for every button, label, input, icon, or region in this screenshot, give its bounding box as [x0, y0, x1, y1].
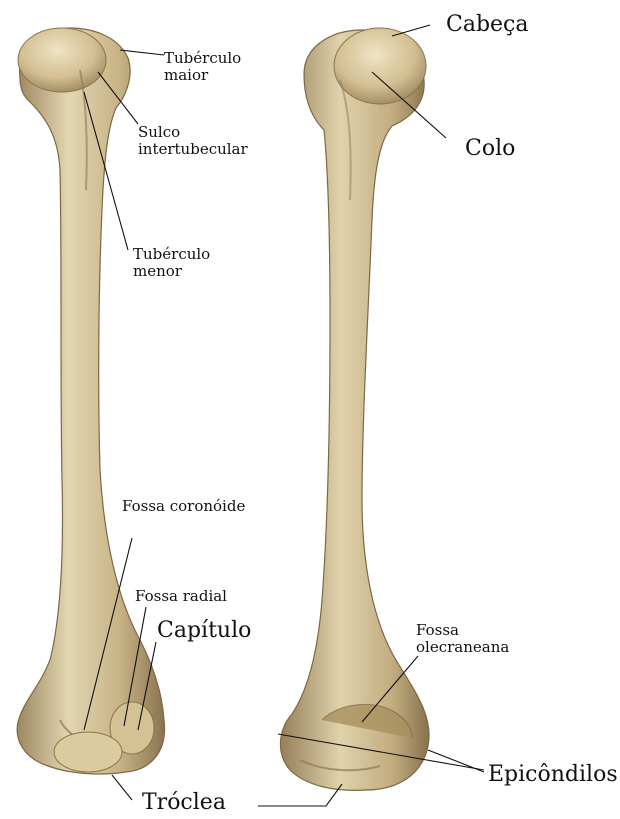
label-fossa-olecraneana: Fossa olecraneana [416, 622, 536, 657]
label-sulco-intertubecular: Sulco intertubecular [138, 124, 268, 159]
label-colo: Colo [465, 136, 515, 161]
label-epicondilos: Epicôndilos [488, 762, 618, 787]
label-tuberculo-menor: Tubérculo menor [133, 246, 233, 281]
humerus-posterior [280, 28, 429, 790]
label-fossa-radial: Fossa radial [135, 588, 227, 605]
label-tuberculo-maior: Tubérculo maior [164, 50, 264, 85]
leader-troclea-left [112, 775, 132, 800]
label-capitulo: Capítulo [157, 618, 251, 643]
leader-epicondilo-medial [428, 750, 484, 772]
label-fossa-coronoide: Fossa coronóide [122, 498, 245, 515]
label-cabeca: Cabeça [446, 12, 529, 37]
label-troclea: Tróclea [142, 790, 226, 815]
